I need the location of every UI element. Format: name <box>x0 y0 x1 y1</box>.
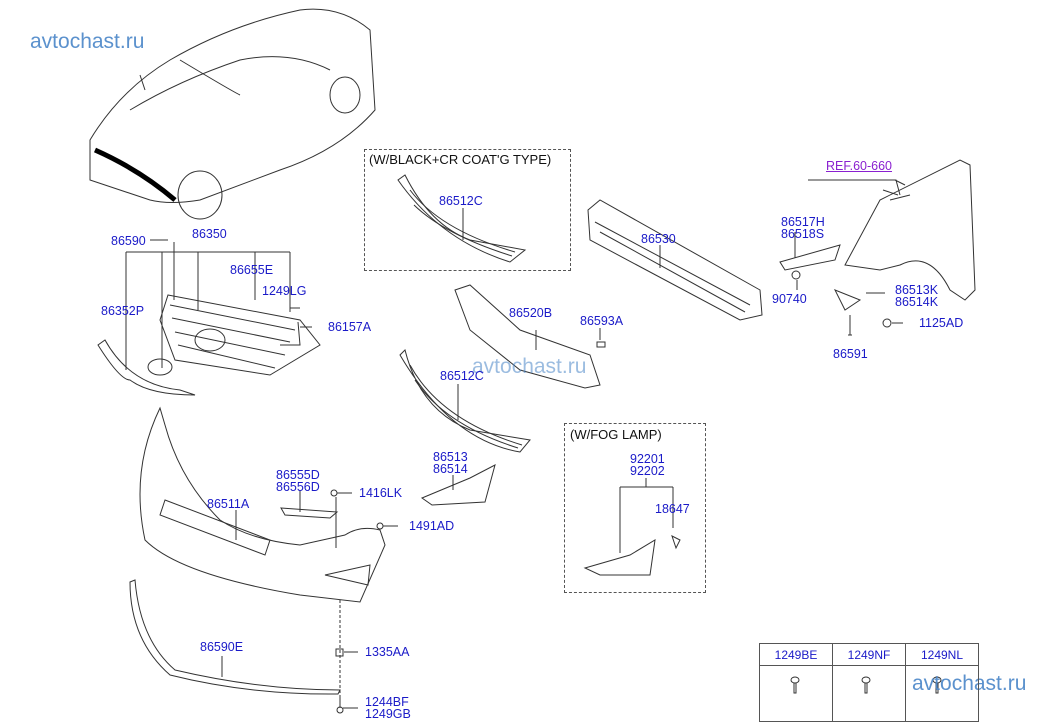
part-label-86352P[interactable]: 86352P <box>101 304 145 318</box>
part-label-86518S[interactable]: 86518S <box>781 227 825 241</box>
screw-legend-cell <box>832 665 906 722</box>
part-label-86655E[interactable]: 86655E <box>230 263 274 277</box>
ref-60-660-link[interactable]: REF.60-660 <box>826 159 893 173</box>
drl-lamp-drawing <box>420 464 496 506</box>
bumper-beam-drawing <box>587 199 763 321</box>
energy-absorber-drawing <box>454 284 606 389</box>
part-label-86593A[interactable]: 86593A <box>580 314 624 328</box>
black-cr-coat-group-header: (W/BLACK+CR COAT'G TYPE) <box>369 152 552 167</box>
part-label-1244BF[interactable]: 1244BF <box>365 695 409 709</box>
watermark: avtochast.ru <box>472 355 587 378</box>
part-label-86517H[interactable]: 86517H <box>781 215 825 229</box>
watermark: avtochast.ru <box>30 30 145 53</box>
part-label-1249LG[interactable]: 1249LG <box>262 284 307 298</box>
part-label-90740[interactable]: 90740 <box>772 292 807 306</box>
part-label-86590[interactable]: 86590 <box>111 234 146 248</box>
part-label-86514K[interactable]: 86514K <box>895 295 939 309</box>
part-label-86530[interactable]: 86530 <box>641 232 676 246</box>
car-overview-drawing <box>89 8 376 220</box>
bumper-lip-drawing <box>129 579 358 714</box>
black-cr-coat-group-box <box>364 149 571 271</box>
part-label-86556D[interactable]: 86556D <box>276 480 320 494</box>
screw-legend-header[interactable]: 1249NL <box>905 643 979 666</box>
fog-lamp-group-header: (W/FOG LAMP) <box>570 427 662 442</box>
part-label-86513K[interactable]: 86513K <box>895 283 939 297</box>
part-label-86520B[interactable]: 86520B <box>509 306 553 320</box>
part-label-86590E[interactable]: 86590E <box>200 640 244 654</box>
part-label-1491AD[interactable]: 1491AD <box>409 519 455 533</box>
part-label-86555D[interactable]: 86555D <box>276 468 320 482</box>
part-label-92202[interactable]: 92202 <box>630 464 665 478</box>
part-label-86512C-mid[interactable]: 86512C <box>440 369 484 383</box>
screw-legend-header[interactable]: 1249BE <box>759 643 833 666</box>
radiator-grille-drawing <box>97 242 321 396</box>
part-label-86514[interactable]: 86514 <box>433 462 468 476</box>
screw-legend-cell <box>905 665 979 722</box>
part-label-86591[interactable]: 86591 <box>833 347 868 361</box>
screw-legend-header[interactable]: 1249NF <box>832 643 906 666</box>
part-label-86350[interactable]: 86350 <box>192 227 227 241</box>
part-label-18647[interactable]: 18647 <box>655 502 690 516</box>
part-label-1416LK[interactable]: 1416LK <box>359 486 403 500</box>
front-fender-drawing <box>779 159 976 336</box>
front-bumper-cover-drawing <box>139 406 398 603</box>
fog-lamp-group-box <box>564 423 706 593</box>
part-label-1125AD[interactable]: 1125AD <box>919 316 964 330</box>
leader-lines <box>150 239 312 328</box>
part-label-1335AA[interactable]: 1335AA <box>365 645 410 659</box>
part-label-86513[interactable]: 86513 <box>433 450 468 464</box>
grille-insert-black-cr-drawing <box>397 174 527 263</box>
part-label-86511A[interactable]: 86511A <box>207 497 250 511</box>
screw-legend-cell <box>759 665 833 722</box>
fog-lamp-drawing <box>583 478 681 576</box>
part-label-92201[interactable]: 92201 <box>630 452 665 466</box>
part-label-86512C-top[interactable]: 86512C <box>439 194 483 208</box>
screw-legend-table: 1249BE 1249NF 1249NL <box>759 643 979 722</box>
part-label-86157A[interactable]: 86157A <box>328 320 372 334</box>
part-label-1249GB[interactable]: 1249GB <box>365 707 411 721</box>
lower-grille-drawing <box>399 349 531 453</box>
